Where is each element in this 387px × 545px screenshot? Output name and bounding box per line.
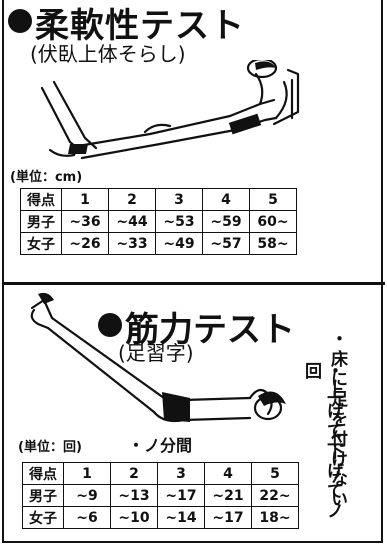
table-cell: 男子 (22, 484, 64, 507)
table-header-row: 得点 1 2 3 4 5 (20, 188, 297, 211)
table-cell: 58~ (249, 232, 297, 255)
table-header-cell: 5 (251, 462, 299, 485)
back-arch-illustration (40, 60, 300, 160)
table-cell: ~44 (108, 210, 156, 233)
table-header-cell: 1 (61, 188, 109, 211)
table-cell: ~9 (63, 484, 111, 507)
table-header-cell: 4 (204, 462, 252, 485)
table-cell: 60~ (249, 210, 297, 233)
table-header-cell: 5 (249, 188, 297, 211)
table-cell: ~6 (63, 506, 111, 529)
table-row: 男子 ~36 ~44 ~53 ~59 60~ (20, 210, 297, 233)
strength-score-table: 得点 1 2 3 4 5 男子 ~9 ~13 ~17 ~21 22~ 女子 ~6… (22, 462, 299, 529)
table-cell: ~59 (202, 210, 250, 233)
table-cell: ~14 (157, 506, 205, 529)
table-cell: ~21 (204, 484, 252, 507)
table-cell: 18~ (251, 506, 299, 529)
flex-unit-label: (単位：cm) (10, 170, 83, 185)
table-cell: ~10 (110, 506, 158, 529)
table-cell: ~36 (61, 210, 109, 233)
table-row: 女子 ~6 ~10 ~14 ~17 18~ (22, 506, 299, 529)
strength-unit-label: (単位：回) (18, 440, 82, 455)
table-row: 男子 ~9 ~13 ~17 ~21 22~ (22, 484, 299, 507)
table-header-cell: 得点 (20, 188, 62, 211)
table-cell: ~33 (108, 232, 156, 255)
strength-test-subtitle: (足習字) (118, 341, 194, 365)
table-cell: ~53 (155, 210, 203, 233)
flex-test-subtitle: (伏臥上体そらし) (30, 42, 186, 66)
table-cell: ~17 (204, 506, 252, 529)
duration-note: ・ノ分間 (128, 436, 193, 455)
table-cell: ~17 (157, 484, 205, 507)
table-header-cell: 2 (110, 462, 158, 485)
flex-title-text: 柔軟性テスト (35, 6, 245, 46)
bullet-icon (8, 9, 32, 33)
table-header-cell: 3 (155, 188, 203, 211)
table-cell: 男子 (20, 210, 62, 233)
table-cell: 22~ (251, 484, 299, 507)
section-divider (2, 282, 385, 285)
vertical-note-up-down: ・上げて下げてノ回 (301, 362, 343, 522)
strength-title-text: 筋力テスト (125, 310, 295, 350)
table-cell: ~13 (110, 484, 158, 507)
strength-test-title: 筋力テスト (98, 302, 295, 351)
flex-test-title: 柔軟性テスト (8, 0, 245, 47)
table-header-cell: 1 (63, 462, 111, 485)
table-cell: ~26 (61, 232, 109, 255)
table-header-row: 得点 1 2 3 4 5 (22, 462, 299, 485)
table-header-cell: 4 (202, 188, 250, 211)
table-cell: ~49 (155, 232, 203, 255)
leg-raise-illustration (30, 292, 286, 423)
flex-score-table: 得点 1 2 3 4 5 男子 ~36 ~44 ~53 ~59 60~ 女子 ~… (20, 188, 297, 255)
table-cell: 女子 (20, 232, 62, 255)
table-header-cell: 2 (108, 188, 156, 211)
table-row: 女子 ~26 ~33 ~49 ~57 58~ (20, 232, 297, 255)
vertical-note-no-floor: ・床に足を付けない (327, 330, 347, 510)
table-cell: ~57 (202, 232, 250, 255)
bullet-icon (98, 313, 122, 337)
table-cell: 女子 (22, 506, 64, 529)
table-header-cell: 3 (157, 462, 205, 485)
table-header-cell: 得点 (22, 462, 64, 485)
